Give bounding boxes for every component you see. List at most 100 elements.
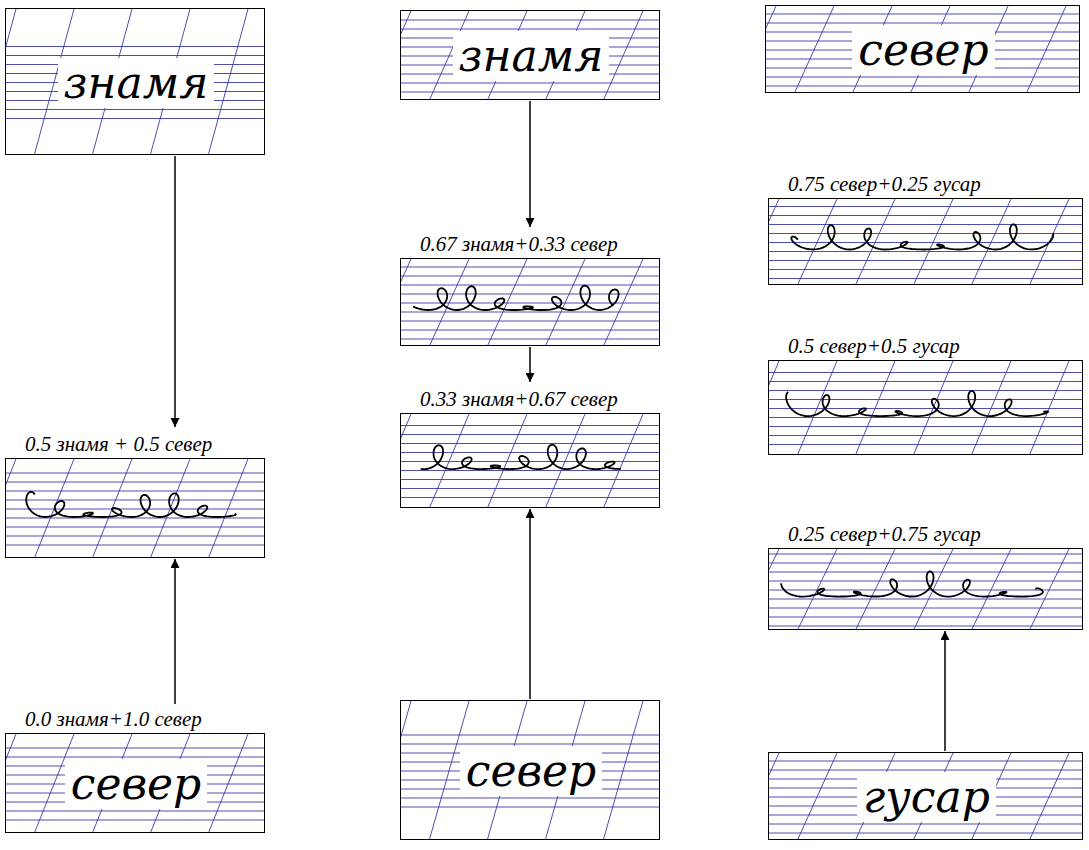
ruling-line <box>769 278 1083 279</box>
ruling-line <box>401 20 660 21</box>
ruling-line <box>401 798 660 799</box>
ruling-line <box>769 435 1083 436</box>
ruled-paper <box>769 199 1083 285</box>
ruling-line <box>6 109 265 110</box>
slant-line <box>913 361 953 455</box>
slant-line <box>797 549 837 630</box>
ruling-line <box>401 285 660 286</box>
slant-line <box>603 414 643 508</box>
handwritten-word: север <box>460 746 603 796</box>
slant-line <box>603 701 643 840</box>
ruling-line <box>401 321 660 322</box>
sample-node: знамя <box>5 8 265 155</box>
handwritten-word: север <box>65 759 208 809</box>
sample-node: 0.5 север+0.5 гусар <box>768 332 1083 455</box>
slant-line <box>429 259 469 346</box>
ruling-line <box>401 425 660 426</box>
ruling-line <box>6 536 265 537</box>
ruling-line <box>6 811 265 812</box>
handwritten-word: знамя <box>453 31 610 81</box>
ruling-line <box>769 626 1083 627</box>
slant-line <box>545 259 585 346</box>
slant-line <box>6 9 16 155</box>
ruling-line <box>6 545 265 546</box>
slant-line <box>401 259 411 346</box>
slant-line <box>971 549 1011 630</box>
ruling-line <box>766 23 1080 24</box>
ruling-line <box>769 260 1083 261</box>
sample-node: гусар <box>768 752 1083 840</box>
handwriting-trace <box>413 286 618 310</box>
slant-line <box>769 549 779 630</box>
sample-node: север <box>400 700 660 840</box>
ruling-line <box>6 491 265 492</box>
sample-node: север <box>765 5 1080 93</box>
ruling-line <box>769 224 1083 225</box>
ruling-line <box>769 417 1083 418</box>
ruled-paper <box>769 361 1083 455</box>
ruling-line <box>769 833 1083 834</box>
slant-line <box>769 361 779 455</box>
weight-label: 0.0 знамя+1.0 север <box>5 705 265 733</box>
ruling-line <box>769 572 1083 573</box>
ruled-paper <box>401 414 660 508</box>
sample-node: 0.67 знамя+0.33 север <box>400 230 660 346</box>
ruling-line <box>6 509 265 510</box>
sample-node: знамя <box>400 10 660 100</box>
ruling-line <box>769 761 1083 762</box>
slant-line <box>797 753 837 840</box>
slant-line <box>794 6 834 93</box>
ruling-line <box>769 381 1083 382</box>
ruling-line <box>401 735 660 736</box>
slant-line <box>208 734 248 833</box>
handwritten-word: знамя <box>58 58 215 108</box>
sample-node: 0.75 север+0.25 гусар <box>768 170 1083 285</box>
slant-line <box>766 6 776 93</box>
ruling-line <box>401 29 660 30</box>
slant-line <box>913 549 953 630</box>
weight-label: 0.33 знамя+0.67 север <box>400 385 660 413</box>
handwritten-word: гусар <box>857 772 996 822</box>
ruled-paper <box>769 549 1083 630</box>
ruling-line <box>6 500 265 501</box>
slant-line <box>1026 6 1066 93</box>
slant-line <box>208 459 248 558</box>
ruling-line <box>769 408 1083 409</box>
arrow-connector <box>174 156 176 427</box>
ruling-line <box>401 294 660 295</box>
ruling-line <box>401 479 660 480</box>
ruling-line <box>769 581 1083 582</box>
slant-line <box>603 259 643 346</box>
ruling-line <box>769 399 1083 400</box>
ruling-line <box>401 303 660 304</box>
ruling-line <box>6 757 265 758</box>
slant-line <box>913 199 953 285</box>
ruling-line <box>769 590 1083 591</box>
ruling-line <box>6 473 265 474</box>
arrow-connector <box>174 559 176 704</box>
slant-line <box>797 361 837 455</box>
handwriting-box: север <box>765 5 1080 93</box>
ruling-line <box>769 269 1083 270</box>
slant-line <box>1029 361 1069 455</box>
ruled-paper <box>6 459 265 558</box>
ruled-paper <box>401 259 660 346</box>
sample-node: 0.5 знамя + 0.5 север <box>5 430 265 558</box>
ruling-line <box>766 86 1080 87</box>
ruling-line <box>769 390 1083 391</box>
sample-node: 0.25 север+0.75 гусар <box>768 520 1083 630</box>
ruling-line <box>401 276 660 277</box>
ruling-line <box>401 92 660 93</box>
ruling-line <box>6 46 265 47</box>
arrow-connector <box>529 101 531 227</box>
handwritten-word: север <box>852 25 995 75</box>
slant-line <box>401 414 411 508</box>
handwriting-trace <box>26 492 236 517</box>
ruling-line <box>766 77 1080 78</box>
ruling-line <box>6 55 265 56</box>
slant-line <box>855 199 895 285</box>
ruling-line <box>769 242 1083 243</box>
ruling-line <box>769 824 1083 825</box>
weight-label: 0.5 знамя + 0.5 север <box>5 430 265 458</box>
